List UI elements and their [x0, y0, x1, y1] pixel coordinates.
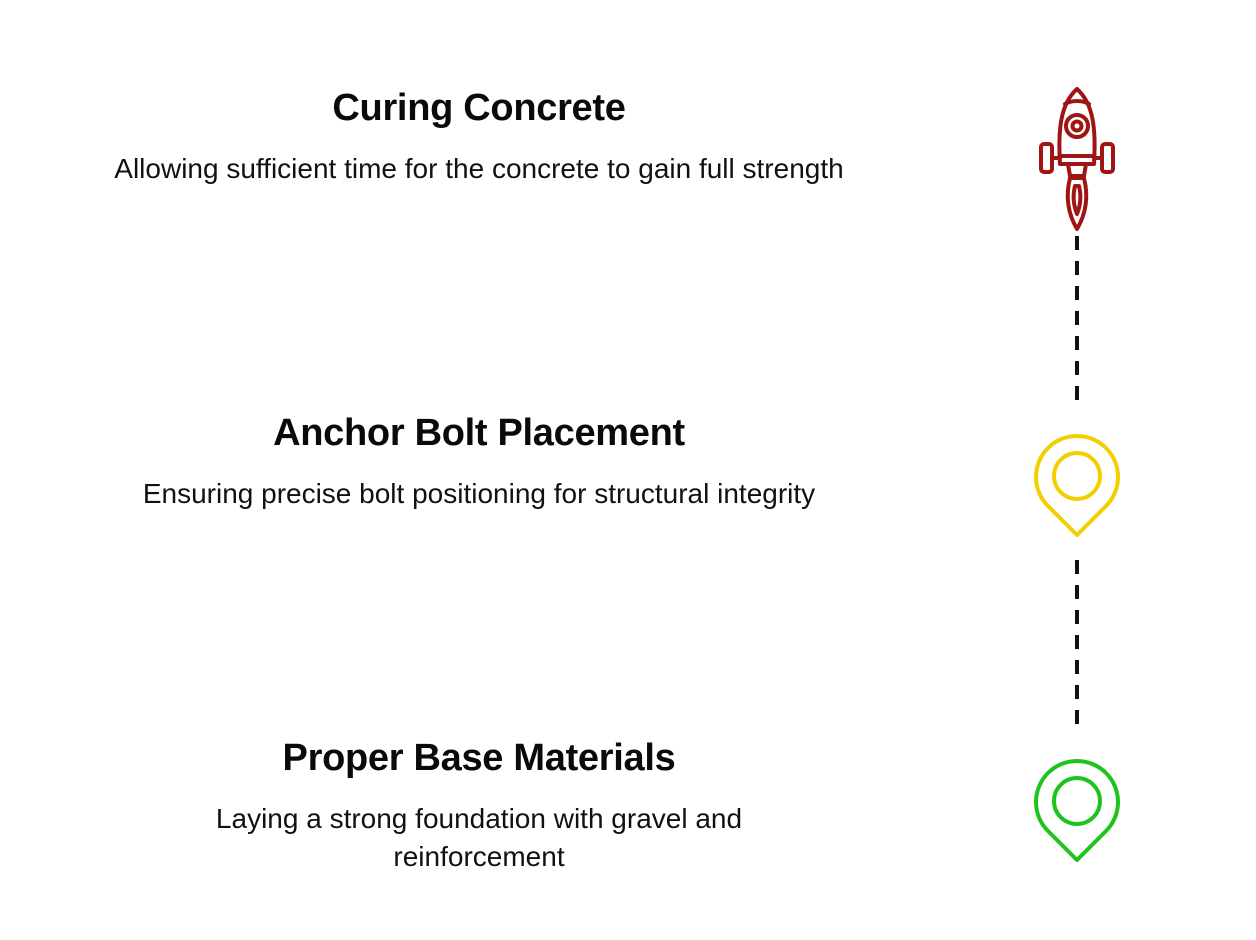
rocket-icon [1034, 86, 1120, 236]
step-description: Laying a strong foundation with gravel a… [215, 803, 743, 872]
step-title: Anchor Bolt Placement [273, 412, 685, 454]
step-anchor-bolt-placement: Anchor Bolt Placement Ensuring precise b… [100, 411, 858, 513]
step-description: Allowing sufficient time for the concret… [114, 153, 844, 184]
step-description: Ensuring precise bolt positioning for st… [142, 478, 816, 509]
location-pin-icon [1030, 755, 1124, 865]
step-title: Proper Base Materials [282, 737, 676, 779]
step-proper-base-materials: Proper Base Materials Laying a strong fo… [100, 736, 858, 876]
step-curing-concrete: Curing Concrete Allowing sufficient time… [100, 86, 858, 188]
step-title: Curing Concrete [332, 87, 626, 129]
location-pin-icon [1030, 430, 1124, 540]
